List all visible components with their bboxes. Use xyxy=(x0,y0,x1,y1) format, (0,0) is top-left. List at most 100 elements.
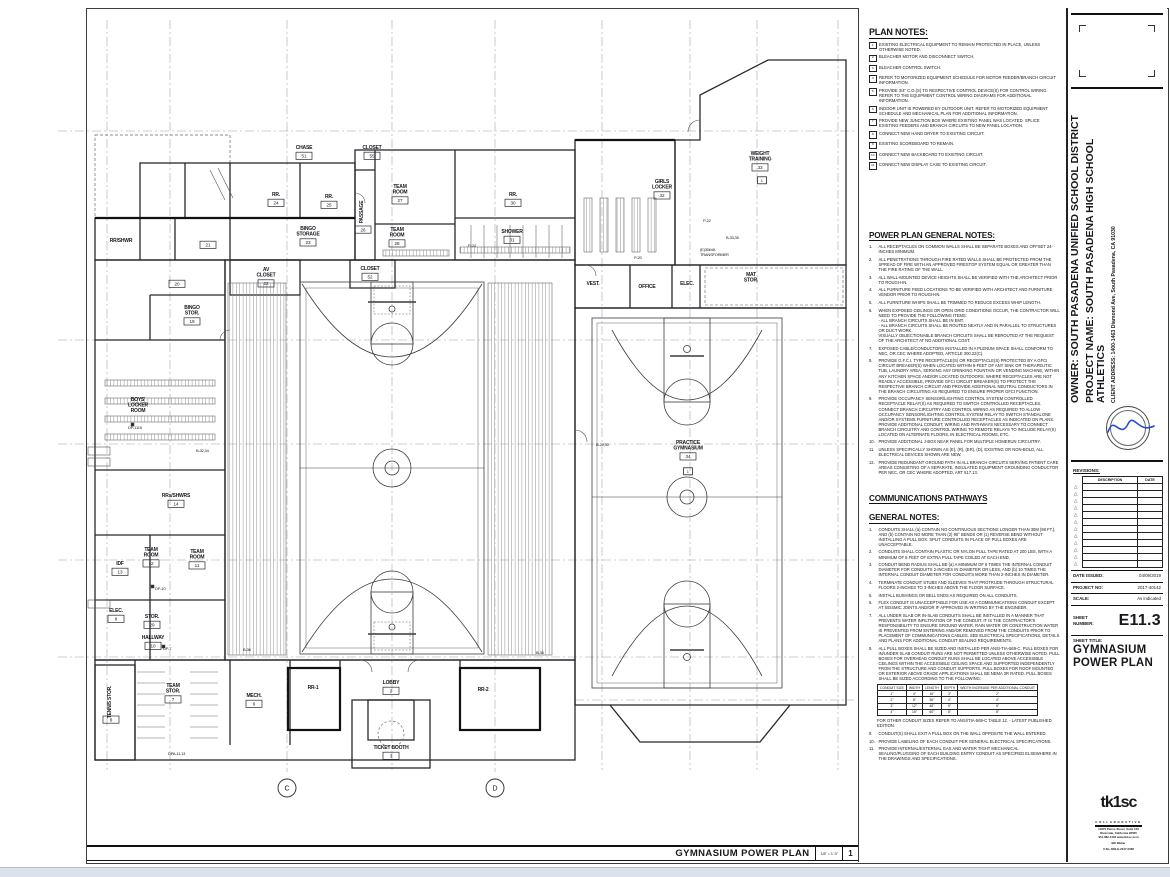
sheet-number-label: SHEET NUMBER: xyxy=(1073,615,1094,626)
project-no-row: PROJECT NO: 2017-40142 xyxy=(1071,582,1163,591)
viewer-scrollbar-strip[interactable] xyxy=(0,867,1170,877)
callout-label: P-22 xyxy=(703,218,712,223)
comm-notes-list: 1.CONDUITS SHALL (a) CONTAIN NO CONTINUO… xyxy=(869,527,1060,682)
room-label: STOR. xyxy=(145,614,160,620)
plan-callouts: P-22B-33,35(E)30kVATRANSFORMERP-20P-24B-… xyxy=(128,176,767,756)
svg-text:27: 27 xyxy=(397,198,403,203)
svg-text:19: 19 xyxy=(189,319,195,324)
registration-mark xyxy=(1148,70,1155,77)
svg-text:30: 30 xyxy=(510,201,516,206)
callout-label: P-24 xyxy=(468,243,477,248)
svg-text:13: 13 xyxy=(117,570,123,575)
logo-address-line: 11870 Pierce Street, Suite 100 xyxy=(1098,827,1139,831)
client-address-text: CLIENT ADDRESS: 1400-1463 Diamond Ave, S… xyxy=(1111,226,1118,403)
power-notes-list: 1.ALL RECEPTACLES ON COMMON WALLS SHALL … xyxy=(869,244,1060,475)
room-label: SHOWER xyxy=(501,229,523,235)
note-item: 9.CONDUIT(S) SHALL EXIT A PULL BOX ON TH… xyxy=(869,730,1047,736)
sheet-title-row: SHEET TITLE: xyxy=(1071,635,1163,644)
tk1sc-logo: tk1sc COLLABORATIVE 11870 Pierce Street,… xyxy=(1068,794,1169,852)
date-issued-value: 04/09/2019 xyxy=(1139,572,1161,578)
note-item: 4.TERMINATE CONDUIT STUBS AND SLEEVES TH… xyxy=(869,579,1054,591)
svg-text:6: 6 xyxy=(253,702,256,707)
svg-text:7: 7 xyxy=(172,697,175,702)
sheet-number-value: E11.3 xyxy=(1118,611,1161,629)
date-issued-label: DATE ISSUED: xyxy=(1073,572,1104,578)
plan-scale: 1/8" = 1'-0" xyxy=(815,847,842,860)
callout-label: B-36 xyxy=(243,647,252,652)
callout-label: B-29,30 xyxy=(596,442,610,447)
svg-text:10: 10 xyxy=(150,644,156,649)
callout-label: (E)30kVA xyxy=(700,247,716,252)
room-label: RRs/SHWRS xyxy=(162,493,191,499)
revisions-label: REVISIONS: xyxy=(1073,468,1100,474)
logo-address-line: 951.682.4102 www.tk1sc.com xyxy=(1098,834,1139,839)
note-item: 11.UNLESS SPECIFICALLY SHOWN AS (E), (R)… xyxy=(869,447,1044,458)
callout-label: B-32,34 xyxy=(196,448,210,453)
power-notes-title: POWER PLAN GENERAL NOTES: xyxy=(869,230,995,241)
room-label: RR. xyxy=(325,194,334,200)
note-item: 2.ALL PENETRATIONS THROUGH FIRE RATED WA… xyxy=(869,256,1052,272)
note-item: 6.WHEN EXPOSED CEILINGS OR OPEN GRID CON… xyxy=(869,307,1060,343)
project-no-value: 2017-40142 xyxy=(1137,584,1161,590)
project-no-label: PROJECT NO: xyxy=(1073,584,1104,590)
svg-text:29: 29 xyxy=(149,623,155,628)
registration-mark xyxy=(1148,25,1155,32)
room-label: ELEC. xyxy=(680,281,695,287)
scale-row: SCALE: As indicated xyxy=(1071,593,1163,602)
logo-address-line: V-No JOB-E-2017-0366 xyxy=(1102,846,1134,851)
walls xyxy=(94,59,847,769)
svg-text:33: 33 xyxy=(757,165,763,170)
logo-wordmark: tk1sc xyxy=(1100,794,1138,811)
callout-label: TRANSFORMER xyxy=(700,252,729,257)
note-item: 5.INSTALL BUSHINGS OR BELL ENDS AS REQUI… xyxy=(869,592,1018,598)
date-issued-row: DATE ISSUED: 04/09/2019 xyxy=(1071,570,1163,579)
svg-text:26: 26 xyxy=(360,227,366,232)
registration-mark xyxy=(1079,25,1086,32)
svg-text:31: 31 xyxy=(509,238,515,243)
registration-box xyxy=(1071,13,1163,89)
svg-text:20: 20 xyxy=(174,282,180,287)
plan-notes-title: PLAN NOTES: xyxy=(869,27,928,39)
callout-label: 1 xyxy=(687,469,690,474)
callout-label: DP-10 xyxy=(155,586,166,591)
note-item: 7.EXPOSED CABLE/CONDUCTORS INSTALLED IN … xyxy=(869,345,1053,356)
room-label: OFFICE xyxy=(638,284,656,290)
title-block: OWNER: SOUTH PASADENA UNIFIED SCHOOL DIS… xyxy=(1066,8,1167,862)
room-label: RR/SHWR xyxy=(110,238,133,244)
room-label: VEST. xyxy=(587,281,601,287)
note-item: 5.ALL FURNITURE WHIPS SHALL BE TRIMMED T… xyxy=(869,299,1042,305)
svg-text:32: 32 xyxy=(659,193,665,198)
callout-label: DP-7 xyxy=(163,646,172,651)
room-label: CLOSET xyxy=(360,266,379,272)
plan-detail-number: 1 xyxy=(842,847,858,860)
signature-icon xyxy=(1107,419,1155,433)
room-label: CLOSET xyxy=(362,145,381,151)
project-name-text: PROJECT NAME: SOUTH PASADENA HIGH SCHOOL… xyxy=(1084,138,1108,403)
plan-title-bar: GYMNASIUM POWER PLAN 1/8" = 1'-0" 1 xyxy=(87,845,858,861)
note-item: 7.ALL UNDER SLAB OR IN-SLAB CONDUITS SHA… xyxy=(869,613,1060,644)
room-label: TICKET BOOTH xyxy=(373,745,409,751)
note-item: 8.ALL PULL BOXES SHALL BE SIZED AND INST… xyxy=(869,646,1060,682)
note-item: 1.ALL RECEPTACLES ON COMMON WALLS SHALL … xyxy=(869,244,1053,255)
logo-address-line: Riverside, California 92505 xyxy=(1100,830,1137,835)
svg-text:3: 3 xyxy=(390,754,393,759)
room-label: MECH. xyxy=(246,693,262,699)
engineer-stamp xyxy=(1106,406,1155,450)
svg-text:11: 11 xyxy=(195,563,200,568)
note-item: 8.PROVIDE G.F.C.I. TYPE RECEPTACLE(S) OR… xyxy=(869,358,1060,394)
note-item: 1.CONDUITS SHALL (a) CONTAIN NO CONTINUO… xyxy=(869,526,1056,547)
note-item: 2.CONDUITS SHALL CONTAIN PLASTIC OR NYLO… xyxy=(869,549,1052,560)
